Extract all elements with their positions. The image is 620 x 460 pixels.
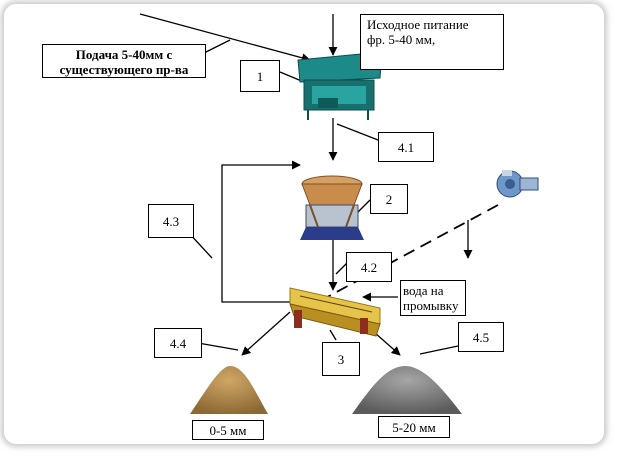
feed-source-line2: существующего пр-ва xyxy=(59,62,189,77)
callout-41-pointer xyxy=(336,123,379,141)
feed-source-box: Подача 5-40мм с существующего пр-ва xyxy=(42,44,206,78)
water-box: вода на промывку xyxy=(400,280,466,316)
callout-3-pointer xyxy=(329,329,337,341)
water-line1: вода на xyxy=(403,283,444,298)
gravel-pile xyxy=(352,366,462,414)
recycle-arrow xyxy=(221,160,301,303)
water-line2: промывку xyxy=(403,298,459,313)
screen-machine xyxy=(289,287,381,337)
callout-4-2: 4.2 xyxy=(346,252,392,282)
callout-3: 3 xyxy=(322,342,360,376)
callout-4-5: 4.5 xyxy=(458,322,504,352)
water-dashed-line xyxy=(317,204,499,303)
sand-pile xyxy=(190,366,268,414)
callout-4-4: 4.4 xyxy=(154,328,202,358)
crusher-machine xyxy=(300,175,364,240)
feed-source-line1: Подача 5-40мм с xyxy=(75,47,173,62)
water-pump xyxy=(496,170,539,198)
feeder-machine xyxy=(297,51,383,120)
callout-44-pointer xyxy=(197,342,239,351)
callout-4-1: 4.1 xyxy=(378,132,434,162)
initial-feed-box: Исходное питание фр. 5-40 мм, xyxy=(360,14,504,70)
fine-product-label: 0-5 мм xyxy=(192,420,264,440)
fine-product-arrow xyxy=(241,311,291,356)
diagram-frame: Подача 5-40мм с существующего пр-ва Исхо… xyxy=(4,4,604,444)
flow-diagram xyxy=(139,13,539,414)
initial-feed-line1: Исходное питание xyxy=(367,17,469,32)
initial-feed-line2: фр. 5-40 мм, xyxy=(367,32,436,47)
supply-pointer xyxy=(201,39,231,55)
callout-2-pointer xyxy=(357,199,371,213)
callout-45-pointer xyxy=(419,345,459,355)
coarse-product-label: 5-20 мм xyxy=(378,416,450,438)
callout-4-3: 4.3 xyxy=(148,204,194,238)
feed-arrow xyxy=(139,13,311,63)
callout-2: 2 xyxy=(370,184,408,214)
callout-1: 1 xyxy=(240,60,280,92)
